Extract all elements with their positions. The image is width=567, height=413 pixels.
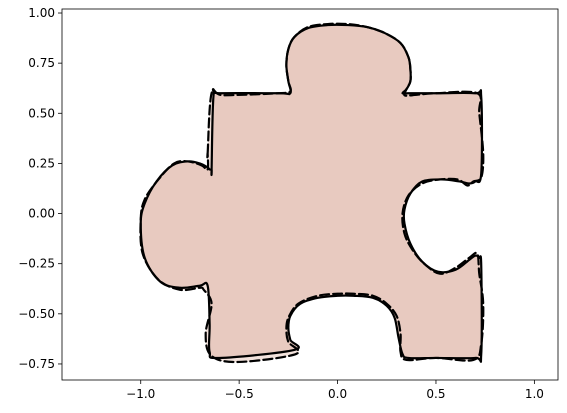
y-tick-label: 1.00	[28, 6, 55, 20]
plot-area	[139, 22, 485, 364]
axes-frame	[61, 8, 559, 381]
y-tick-label: 0.50	[28, 106, 55, 120]
y-tick-label: 0.25	[28, 156, 55, 170]
x-tick-label: 0.0	[328, 387, 347, 401]
x-tick-label: 1.0	[525, 387, 544, 401]
x-tick-label: 0.5	[426, 387, 445, 401]
x-tick-label: −1.0	[126, 387, 155, 401]
x-tick-label: −0.5	[225, 387, 254, 401]
series-line-dashed	[139, 22, 485, 364]
shape-fill-dashed	[140, 23, 484, 362]
y-axis: −0.75 −0.50 −0.25 0.00 0.25 0.50 0.75 1.00	[18, 6, 62, 371]
y-tick-label: 0.75	[28, 56, 55, 70]
x-axis: −1.0 −0.5 0.0 0.5 1.0	[126, 380, 544, 401]
y-tick-label: −0.50	[18, 307, 55, 321]
y-tick-label: −0.25	[18, 257, 55, 271]
y-tick-label: −0.75	[18, 357, 55, 371]
y-tick-label: 0.00	[28, 207, 55, 221]
